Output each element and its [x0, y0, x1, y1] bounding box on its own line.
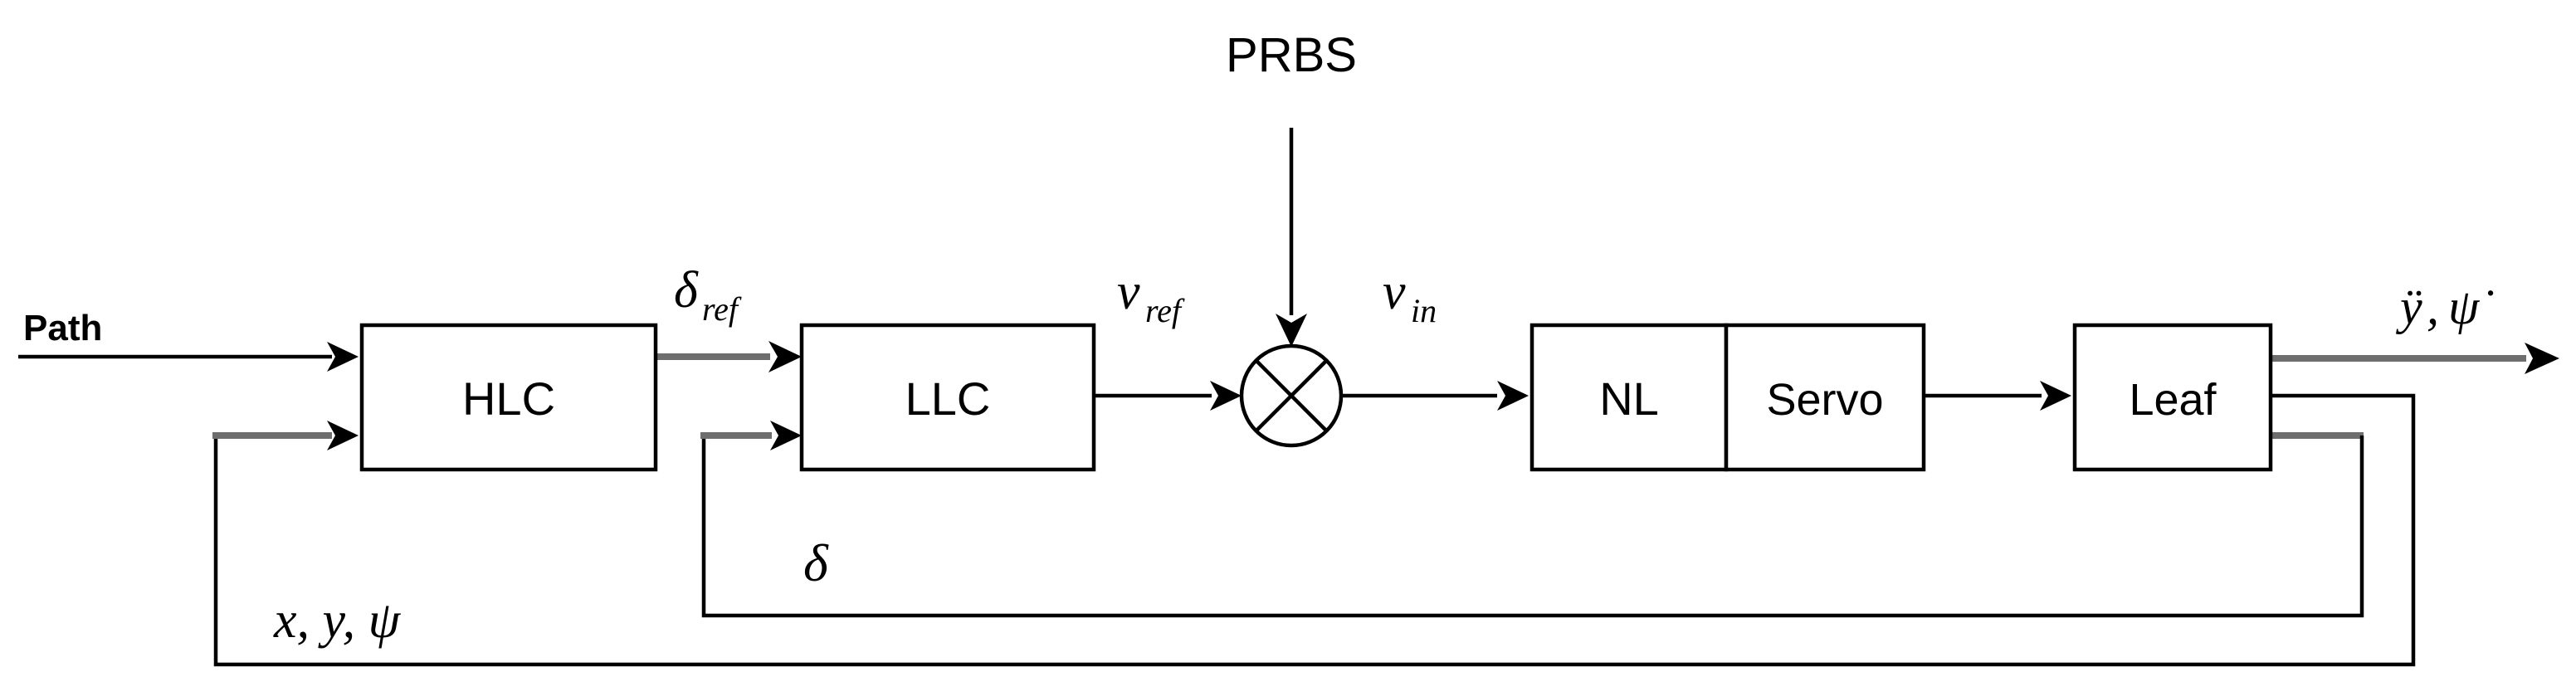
summing-junction [1239, 343, 1344, 448]
feedback-xy-psi-label: x, y, ψ [273, 592, 402, 649]
hlc-block [359, 323, 658, 472]
v-in-label: v in [1383, 264, 1437, 329]
outer-feedback-arrowhead [327, 421, 359, 450]
servo-leaf-arrowhead [2040, 381, 2071, 411]
outer-feedback-wire [213, 393, 2416, 667]
svg-text:v: v [1383, 264, 1406, 320]
path-arrowhead [327, 342, 359, 372]
svg-text:ÿ: ÿ [2395, 280, 2422, 334]
svg-text:ref: ref [702, 290, 742, 328]
svg-text:ψ̇: ψ̇ [2448, 280, 2493, 334]
path-label: Path [23, 308, 102, 348]
inner-feedback-wire [701, 436, 2364, 618]
leaf-label: Leaf [2129, 375, 2217, 425]
llc-label: LLC [905, 372, 991, 425]
nl-block [1530, 323, 1729, 472]
output-label: ÿ , ψ̇ [2395, 280, 2493, 334]
servo-block [1724, 323, 1926, 472]
v-in-arrowhead [1497, 381, 1529, 411]
prbs-arrowhead [1276, 314, 1307, 347]
servo-label: Servo [1766, 375, 1883, 425]
inner-feedback-arrowhead [770, 421, 802, 450]
svg-text:,: , [2427, 280, 2439, 334]
hlc-label: HLC [462, 372, 555, 425]
leaf-block [2072, 323, 2273, 472]
svg-text:v: v [1117, 264, 1140, 320]
svg-text:ref: ref [1145, 292, 1185, 329]
prbs-label: PRBS [1226, 28, 1357, 82]
delta-ref-label: δ ref [674, 262, 742, 328]
v-ref-label: v ref [1117, 264, 1185, 329]
llc-block [799, 323, 1096, 472]
delta-ref-arrowhead [768, 341, 802, 372]
nl-label: NL [1599, 372, 1659, 425]
svg-text:in: in [1411, 292, 1437, 329]
output-arrowhead [2525, 343, 2559, 374]
svg-text:δ: δ [674, 262, 699, 319]
v-ref-arrowhead [1210, 381, 1242, 411]
feedback-delta-label: δ [803, 533, 829, 592]
